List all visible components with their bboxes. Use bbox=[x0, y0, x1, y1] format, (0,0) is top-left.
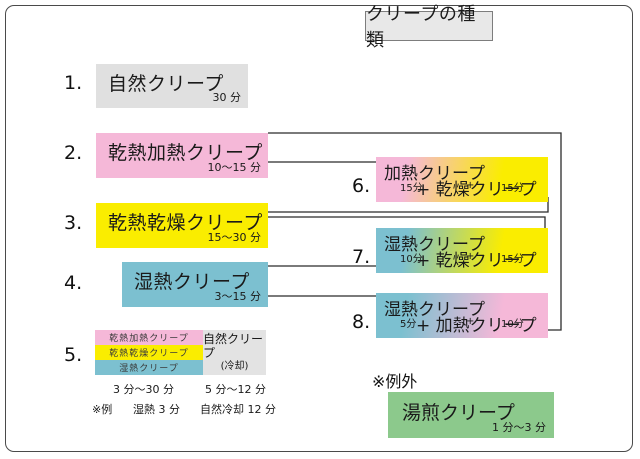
creep-box-moist-heat[interactable]: 湿熱クリープ 3〜15 分 bbox=[122, 262, 268, 307]
exception-heading: ※例外 bbox=[372, 372, 418, 391]
creep-combo-6-time2: 15分 bbox=[501, 183, 524, 194]
creep-combo-8-time1: 5分 bbox=[400, 319, 417, 330]
creep-box-dry-heat-heating[interactable]: 乾熱加熱クリープ 10〜15 分 bbox=[96, 133, 268, 178]
creep-box-natural-time: 30 分 bbox=[212, 91, 242, 104]
creep-box-dry-heat-heating-time: 10〜15 分 bbox=[207, 161, 262, 174]
composite-time-left: 3 分〜30 分 bbox=[113, 383, 174, 396]
item-number-7: 7. bbox=[352, 246, 371, 268]
creep-box-moist-heat-label: 湿熱クリープ bbox=[134, 271, 250, 293]
creep-combo-8-time2: 10分 bbox=[501, 319, 524, 330]
item-number-4: 4. bbox=[64, 272, 83, 294]
creep-combo-heating-drying[interactable]: 加熱クリープ 15分 + 15分 + 乾燥クリープ bbox=[376, 157, 548, 202]
creep-combo-7-plus: + bbox=[466, 251, 475, 262]
creep-box-dry-heat-drying-label: 乾熱乾燥クリープ bbox=[108, 212, 263, 234]
creep-combo-moist-drying[interactable]: 湿熱クリープ 10分 + 15分 + 乾燥クリープ bbox=[376, 228, 548, 273]
creep-box-bain-marie[interactable]: 湯煎クリープ 1 分〜3 分 bbox=[388, 392, 554, 438]
creep-combo-8-second: + 加熱クリープ bbox=[416, 316, 537, 336]
composite-note-right: 自然冷却 12 分 bbox=[200, 403, 276, 416]
creep-box-natural[interactable]: 自然クリープ 30 分 bbox=[96, 64, 248, 108]
creep-box-moist-heat-time: 3〜15 分 bbox=[214, 290, 262, 303]
page-title: クリープの種類 bbox=[365, 4, 493, 51]
composite-bar-dry-heat-drying[interactable]: 乾熱乾燥クリープ bbox=[95, 345, 203, 360]
item-number-6: 6. bbox=[352, 175, 371, 197]
creep-box-bain-marie-time: 1 分〜3 分 bbox=[492, 421, 546, 434]
composite-note-left: 湿熱 3 分 bbox=[133, 403, 180, 416]
creep-combo-moist-heating[interactable]: 湿熱クリープ 5分 + 10分 + 加熱クリープ bbox=[376, 293, 548, 338]
item-number-5: 5. bbox=[64, 344, 83, 366]
creep-box-bain-marie-label: 湯煎クリープ bbox=[402, 402, 515, 424]
creep-combo-7-first: 湿熱クリープ bbox=[384, 235, 485, 255]
composite-bar-dry-heat-heating[interactable]: 乾熱加熱クリープ bbox=[95, 330, 203, 345]
creep-combo-6-second: + 乾燥クリープ bbox=[416, 180, 537, 200]
composite-note-mark: ※例 bbox=[92, 403, 113, 416]
creep-combo-7-time2: 15分 bbox=[501, 254, 524, 265]
composite-bar-dry-heat-heating-label: 乾熱加熱クリープ bbox=[109, 334, 189, 344]
creep-combo-8-plus: + bbox=[466, 316, 475, 327]
creep-composite-5[interactable]: 乾熱加熱クリープ 乾熱乾燥クリープ 湿熱クリープ 自然クリープ (冷却) bbox=[95, 330, 266, 375]
item-number-3: 3. bbox=[64, 212, 83, 234]
composite-time-right: 5 分〜12 分 bbox=[205, 383, 266, 396]
composite-bar-moist-heat[interactable]: 湿熱クリープ bbox=[95, 360, 203, 375]
creep-combo-7-second: + 乾燥クリープ bbox=[416, 251, 537, 271]
composite-bar-moist-heat-label: 湿熱クリープ bbox=[119, 364, 179, 374]
item-number-2: 2. bbox=[64, 142, 83, 164]
creep-box-dry-heat-drying[interactable]: 乾熱乾燥クリープ 15〜30 分 bbox=[96, 203, 268, 248]
composite-bar-dry-heat-drying-label: 乾熱乾燥クリープ bbox=[109, 349, 189, 359]
composite-cooling-sub: (冷却) bbox=[220, 360, 249, 372]
creep-combo-6-time1: 15分 bbox=[400, 183, 423, 194]
creep-combo-7-time1: 10分 bbox=[400, 254, 423, 265]
creep-combo-6-plus: + bbox=[466, 180, 475, 191]
item-number-1: 1. bbox=[64, 72, 83, 94]
creep-box-dry-heat-drying-time: 15〜30 分 bbox=[207, 231, 262, 244]
creep-box-dry-heat-heating-label: 乾熱加熱クリープ bbox=[108, 142, 263, 164]
creep-combo-6-first: 加熱クリープ bbox=[384, 164, 485, 184]
creep-box-natural-label: 自然クリープ bbox=[108, 73, 224, 95]
item-number-8: 8. bbox=[352, 311, 371, 333]
composite-cooling-box[interactable]: 自然クリープ (冷却) bbox=[203, 330, 266, 375]
composite-cooling-label: 自然クリープ bbox=[203, 331, 264, 360]
creep-combo-8-first: 湿熱クリープ bbox=[384, 300, 485, 320]
